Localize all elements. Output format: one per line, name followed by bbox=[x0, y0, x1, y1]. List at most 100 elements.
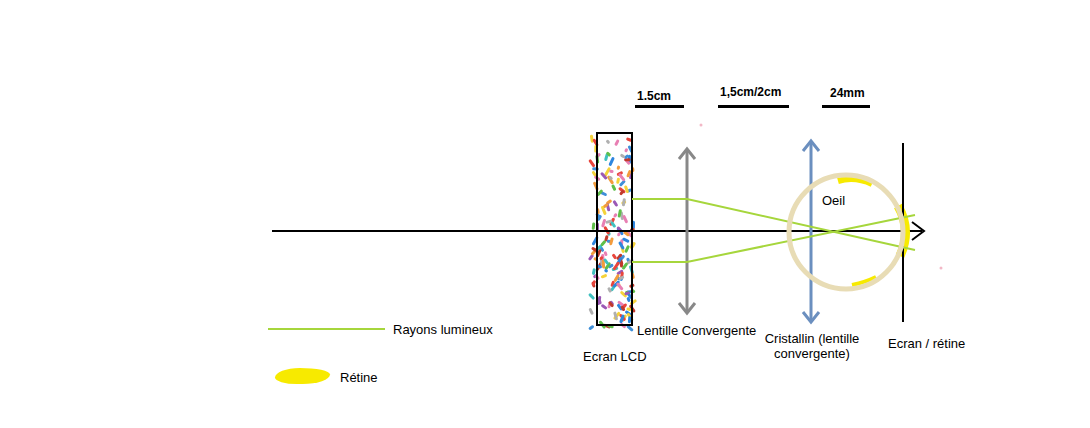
lcd-pixel bbox=[610, 303, 612, 306]
lcd-pixel bbox=[614, 263, 618, 268]
lcd-pixel bbox=[592, 224, 595, 228]
lcd-pixel bbox=[628, 307, 630, 311]
lcd-outline bbox=[597, 133, 632, 325]
lcd-pixel bbox=[605, 260, 607, 263]
node-label: Ecran LCD bbox=[583, 349, 647, 364]
lcd-pixel bbox=[612, 282, 613, 285]
lcd-pixel bbox=[609, 289, 610, 291]
lcd-pixel bbox=[621, 182, 624, 185]
lcd-pixel bbox=[621, 192, 623, 194]
dimension-label: 1.5cm bbox=[637, 89, 671, 104]
lcd-pixel bbox=[615, 313, 619, 318]
axis-arrow bbox=[912, 222, 924, 240]
lcd-pixel bbox=[609, 177, 613, 182]
lcd-pixel bbox=[606, 155, 607, 160]
lcd-pixel bbox=[628, 139, 631, 140]
lcd-pixel bbox=[626, 156, 628, 157]
lcd-pixel bbox=[598, 191, 601, 194]
lcd-pixel bbox=[602, 276, 605, 277]
lcd-pixel bbox=[620, 175, 624, 180]
lcd-pixel bbox=[628, 294, 631, 297]
lcd-pixel bbox=[598, 298, 599, 304]
lcd-pixel bbox=[619, 211, 620, 216]
lcd-pixel bbox=[622, 307, 623, 309]
lcd-pixel bbox=[600, 256, 604, 260]
lcd-pixel bbox=[626, 160, 629, 164]
lcd-pixel bbox=[608, 201, 611, 203]
lcd-pixel bbox=[604, 237, 608, 240]
dimension-bar bbox=[635, 105, 684, 108]
lcd-pixel bbox=[590, 161, 593, 166]
lcd-pixel bbox=[606, 169, 609, 175]
lcd-pixel bbox=[628, 318, 631, 322]
crystalline-lens bbox=[803, 141, 819, 322]
lcd-pixel bbox=[599, 217, 601, 220]
lcd-pixel bbox=[624, 264, 627, 268]
lcd-pixel bbox=[616, 179, 620, 182]
stray-dot bbox=[940, 267, 943, 270]
lcd-pixel bbox=[628, 172, 630, 176]
part-label: Cristallin (lentille convergente) bbox=[742, 331, 882, 361]
lcd-pixel bbox=[603, 207, 605, 213]
stray-dot bbox=[700, 124, 703, 127]
lcd-pixel bbox=[620, 243, 623, 248]
lcd-pixel bbox=[627, 291, 628, 294]
lcd-pixel bbox=[618, 284, 622, 289]
lcd-pixel bbox=[604, 253, 608, 255]
lcd-pixel bbox=[612, 223, 614, 226]
dimension-label: 24mm bbox=[830, 86, 865, 101]
lcd-pixel bbox=[590, 310, 592, 313]
lcd-pixel bbox=[622, 200, 626, 205]
lcd-pixel bbox=[608, 153, 610, 155]
lcd-pixel bbox=[610, 159, 613, 165]
eye-outline bbox=[788, 174, 904, 290]
lcd-pixel bbox=[611, 239, 612, 244]
lcd-pixel bbox=[615, 313, 617, 319]
lcd-pixel bbox=[606, 264, 609, 269]
lcd-pixel bbox=[620, 273, 624, 278]
lcd-pixel bbox=[625, 233, 628, 235]
light-ray bbox=[632, 215, 915, 262]
lcd-pixel bbox=[627, 299, 631, 301]
lcd-pixel bbox=[613, 215, 617, 216]
lcd-pixel bbox=[613, 186, 615, 189]
lcd-pixel bbox=[604, 205, 606, 207]
node-label: Oeil bbox=[822, 193, 845, 208]
lcd-pixel bbox=[603, 306, 606, 308]
lcd-pixel bbox=[626, 187, 628, 192]
lcd-pixel bbox=[629, 189, 630, 193]
lcd-screen: Ecran LCD bbox=[597, 133, 632, 325]
lcd-pixel bbox=[620, 277, 623, 278]
lcd-pixel bbox=[609, 176, 613, 180]
lcd-pixel bbox=[604, 269, 608, 272]
lcd-pixel bbox=[617, 232, 620, 236]
lcd-pixel bbox=[593, 249, 595, 251]
lcd-pixel bbox=[602, 261, 605, 267]
legend-label: Rétine bbox=[340, 370, 378, 385]
lcd-pixel bbox=[623, 201, 625, 205]
dimension-bar bbox=[718, 105, 789, 108]
lcd-pixel bbox=[611, 170, 612, 173]
lcd-pixel bbox=[610, 265, 612, 266]
lcd-pixel bbox=[624, 217, 626, 222]
lcd-pixel bbox=[598, 251, 600, 256]
lcd-pixel bbox=[621, 316, 623, 322]
lcd-pixel bbox=[590, 256, 592, 259]
lcd-pixel bbox=[592, 270, 596, 274]
lcd-pixel bbox=[615, 276, 618, 281]
legend-line-sample bbox=[268, 328, 385, 330]
lcd-pixel bbox=[614, 202, 616, 205]
legend-label: Rayons lumineux bbox=[393, 322, 493, 337]
lcd-pixel bbox=[602, 193, 605, 195]
lcd-pixel bbox=[590, 327, 592, 329]
lcd-pixel bbox=[626, 247, 628, 251]
lcd-pixel bbox=[603, 221, 605, 226]
eye-outline-circle bbox=[789, 175, 903, 289]
lcd-pixel bbox=[617, 167, 620, 168]
lcd-pixel bbox=[593, 172, 595, 175]
lcd-pixel bbox=[606, 140, 610, 144]
converging-lens bbox=[679, 149, 695, 313]
lcd-pixel bbox=[622, 155, 624, 156]
